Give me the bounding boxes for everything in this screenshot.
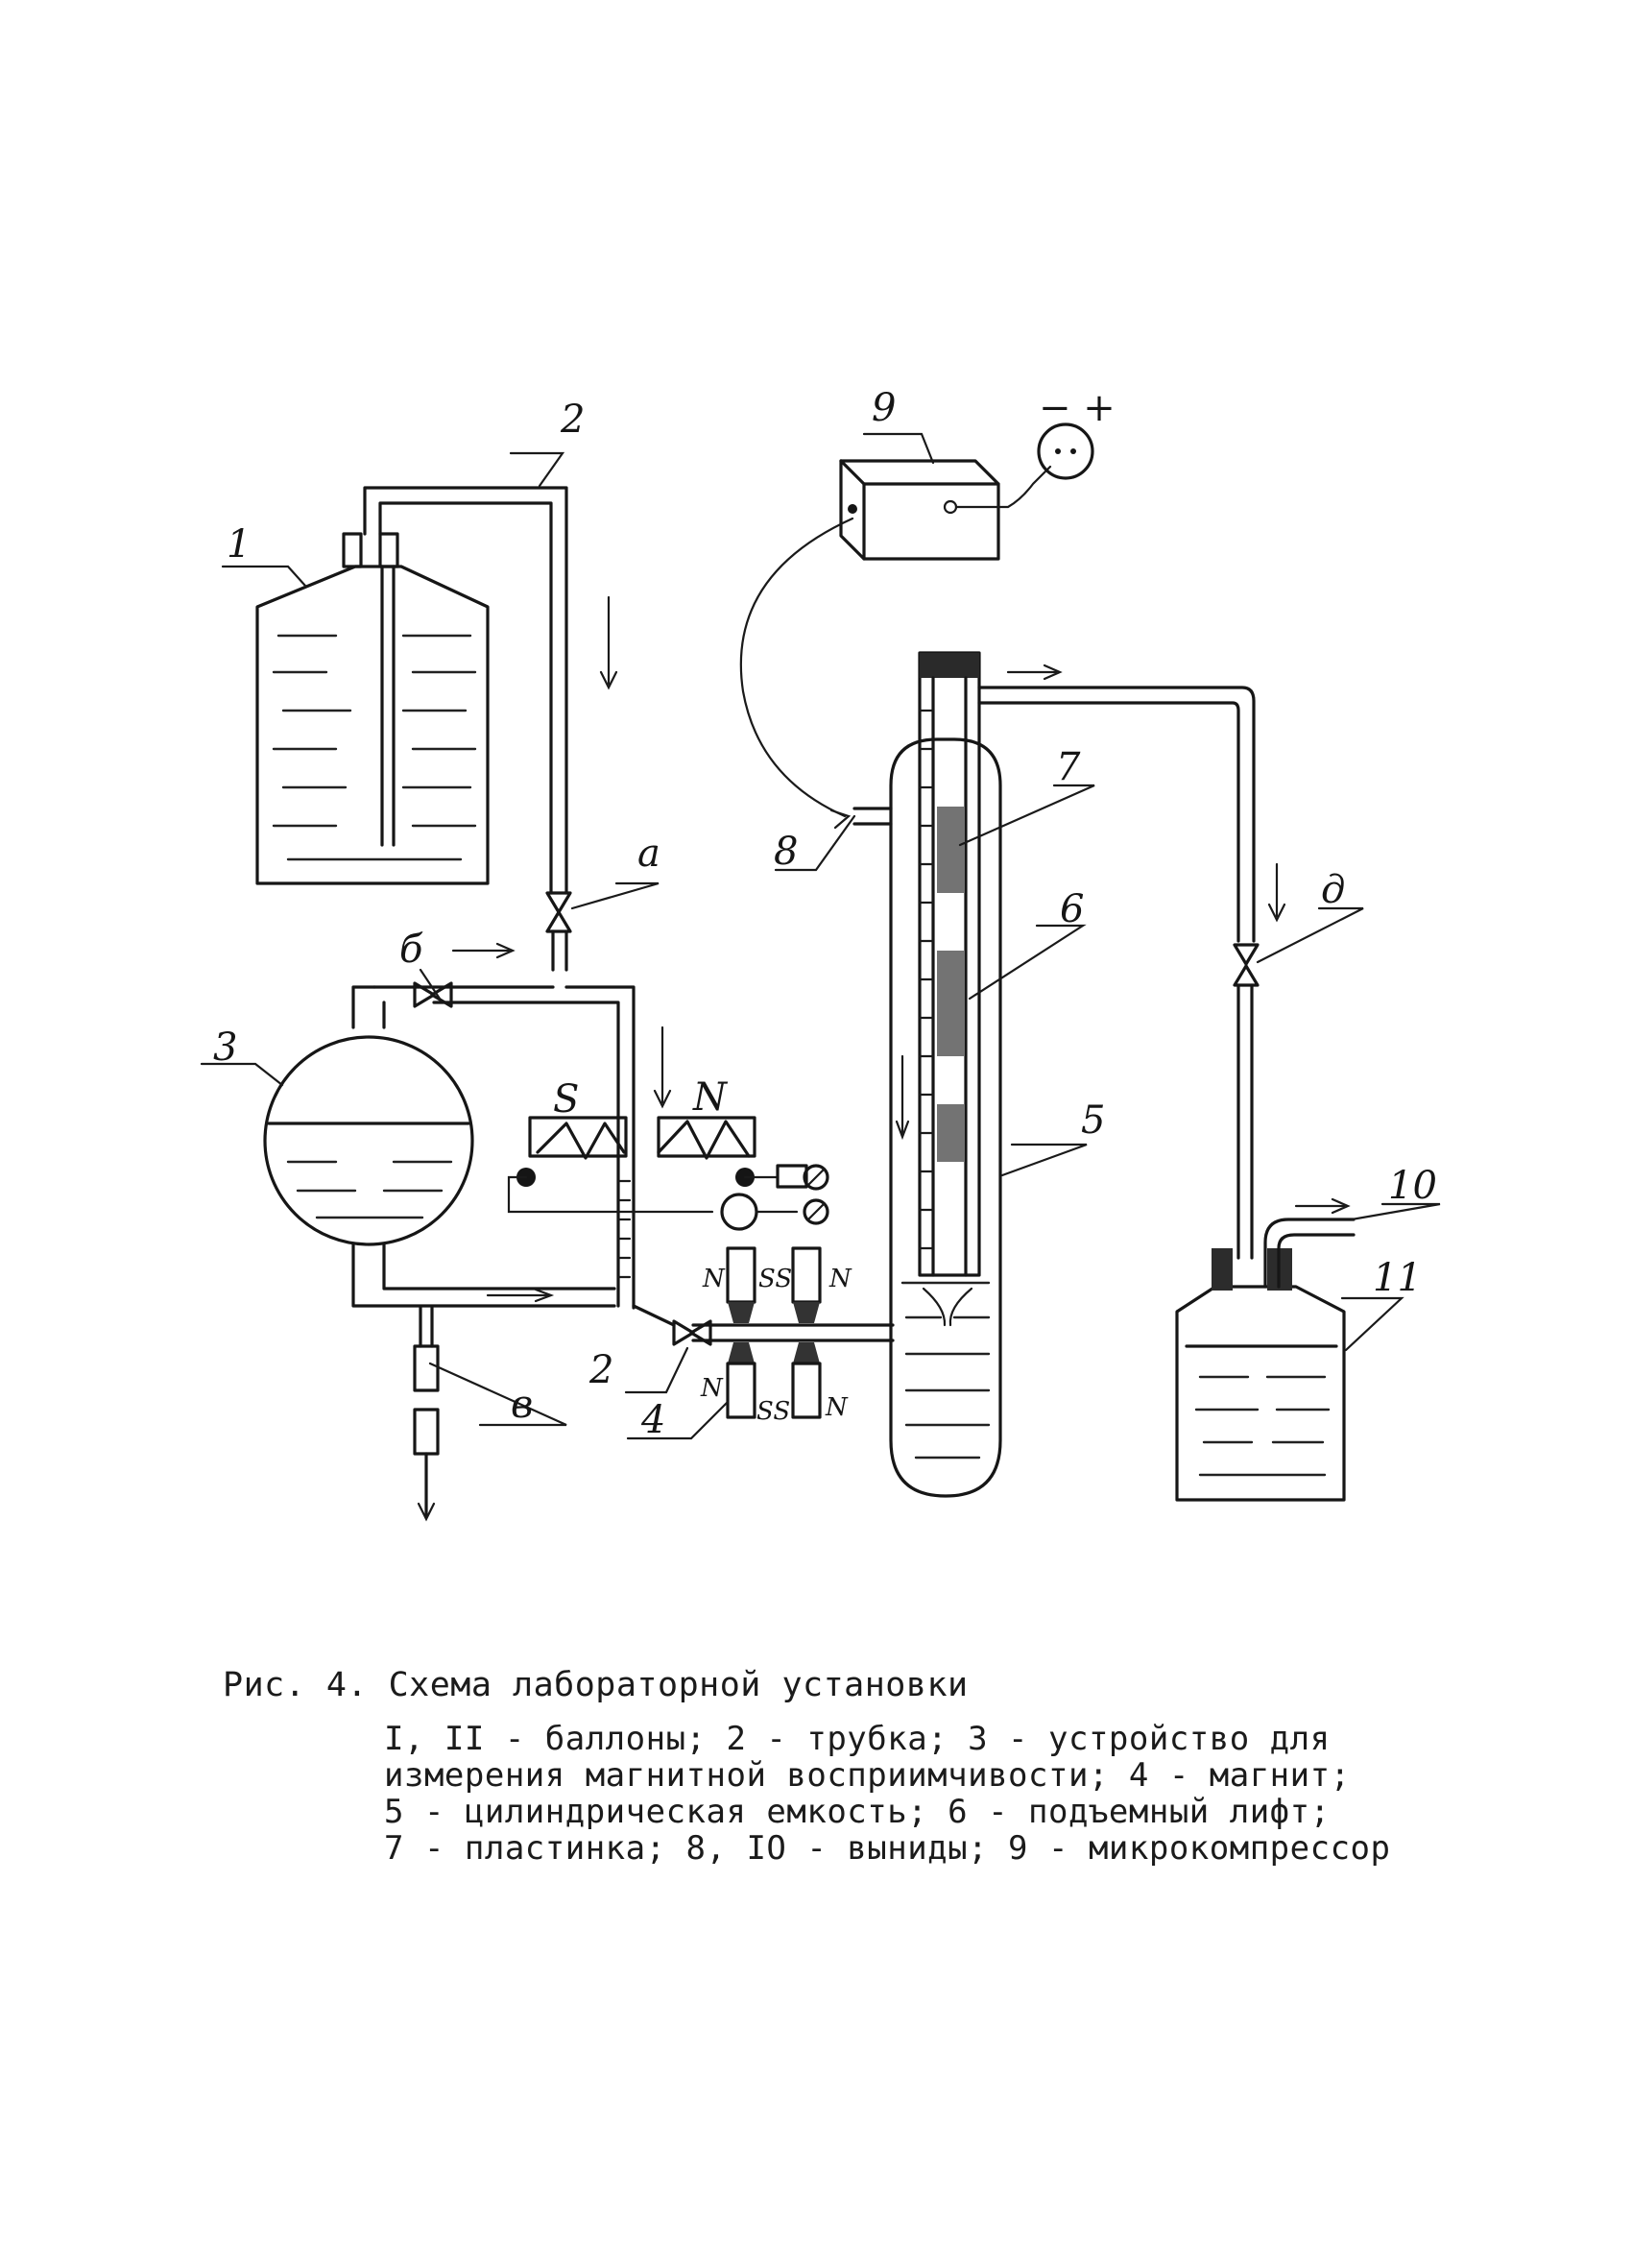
leader-lines bbox=[200, 432, 1441, 1440]
figure-legend-line: 7 - пластинка; 8, IO - выниды; 9 - микро… bbox=[384, 1829, 1391, 1868]
label-valve-a: a bbox=[637, 832, 660, 876]
diagram-labels: 1 2 2 3 4 5 6 7 8 9 10 11 a б в д S N N … bbox=[213, 386, 1437, 1442]
label-device-3: 3 bbox=[213, 1025, 237, 1070]
label-coil-n: N bbox=[692, 1075, 729, 1120]
feed-pipe bbox=[372, 942, 672, 1310]
label-cylinder-5: 5 bbox=[1081, 1098, 1105, 1143]
label-plate-7: 7 bbox=[1056, 745, 1081, 789]
label-lift-6: 6 bbox=[1060, 887, 1084, 931]
label-magnet-4: 4 bbox=[640, 1398, 665, 1442]
vessel-11-liquid bbox=[1194, 1375, 1331, 1477]
label-coil-s: S bbox=[553, 1077, 579, 1122]
label-outlet-10: 10 bbox=[1388, 1164, 1437, 1208]
vessel-11 bbox=[1175, 1197, 1356, 1502]
label-valve-v: в bbox=[511, 1383, 533, 1427]
label-magnet-lower-ss: SS bbox=[756, 1397, 790, 1426]
label-magnet-upper-left-n: N bbox=[702, 1265, 726, 1293]
label-magnet-lower-left-n: N bbox=[700, 1374, 724, 1403]
plate-7 bbox=[937, 807, 964, 1162]
figure-caption-title: Рис. 4. Схема лабораторной установки bbox=[223, 1666, 969, 1704]
magnet-coils bbox=[507, 1116, 829, 1231]
compressor-9 bbox=[739, 422, 1094, 830]
cylinder-5 bbox=[889, 737, 1002, 1498]
label-magnet-upper-ss: SS bbox=[758, 1265, 792, 1293]
device-3 bbox=[263, 985, 616, 1522]
label-tube-2-top: 2 bbox=[560, 398, 585, 442]
label-outlet-8: 8 bbox=[774, 830, 798, 874]
label-tube-2-bottom: 2 bbox=[588, 1348, 613, 1392]
lift-scale bbox=[918, 709, 935, 1250]
label-vessel-11: 11 bbox=[1373, 1256, 1422, 1300]
lift-6 bbox=[895, 651, 981, 1277]
tube-2-upper bbox=[363, 486, 618, 972]
outlet-pipe bbox=[977, 664, 1286, 1260]
cylinder-5-liquid bbox=[900, 1281, 991, 1460]
label-power-signs: − + bbox=[1039, 386, 1116, 430]
magnet-4 bbox=[632, 1246, 895, 1419]
figure-legend-line: 5 - цилиндрическая емкость; 6 - подъемны… bbox=[384, 1793, 1331, 1831]
outlet-8 bbox=[852, 807, 893, 826]
pipe-scale bbox=[616, 1179, 632, 1279]
label-vessel-1: 1 bbox=[227, 522, 251, 567]
device-3-liquid bbox=[286, 1160, 453, 1219]
figure-legend-line: I, II - баллоны; 2 - трубка; 3 - устройс… bbox=[384, 1720, 1331, 1758]
label-magnet-lower-right-n: N bbox=[825, 1393, 849, 1422]
figure-legend-line: измерения магнитной восприимчивости; 4 -… bbox=[384, 1756, 1351, 1795]
label-magnet-upper-right-n: N bbox=[828, 1265, 852, 1293]
label-valve-b: б bbox=[399, 928, 423, 972]
vessel-1-liquid bbox=[272, 634, 477, 861]
label-compressor-9: 9 bbox=[872, 386, 896, 430]
label-valve-d: д bbox=[1321, 868, 1345, 912]
vessel-1 bbox=[255, 532, 490, 885]
